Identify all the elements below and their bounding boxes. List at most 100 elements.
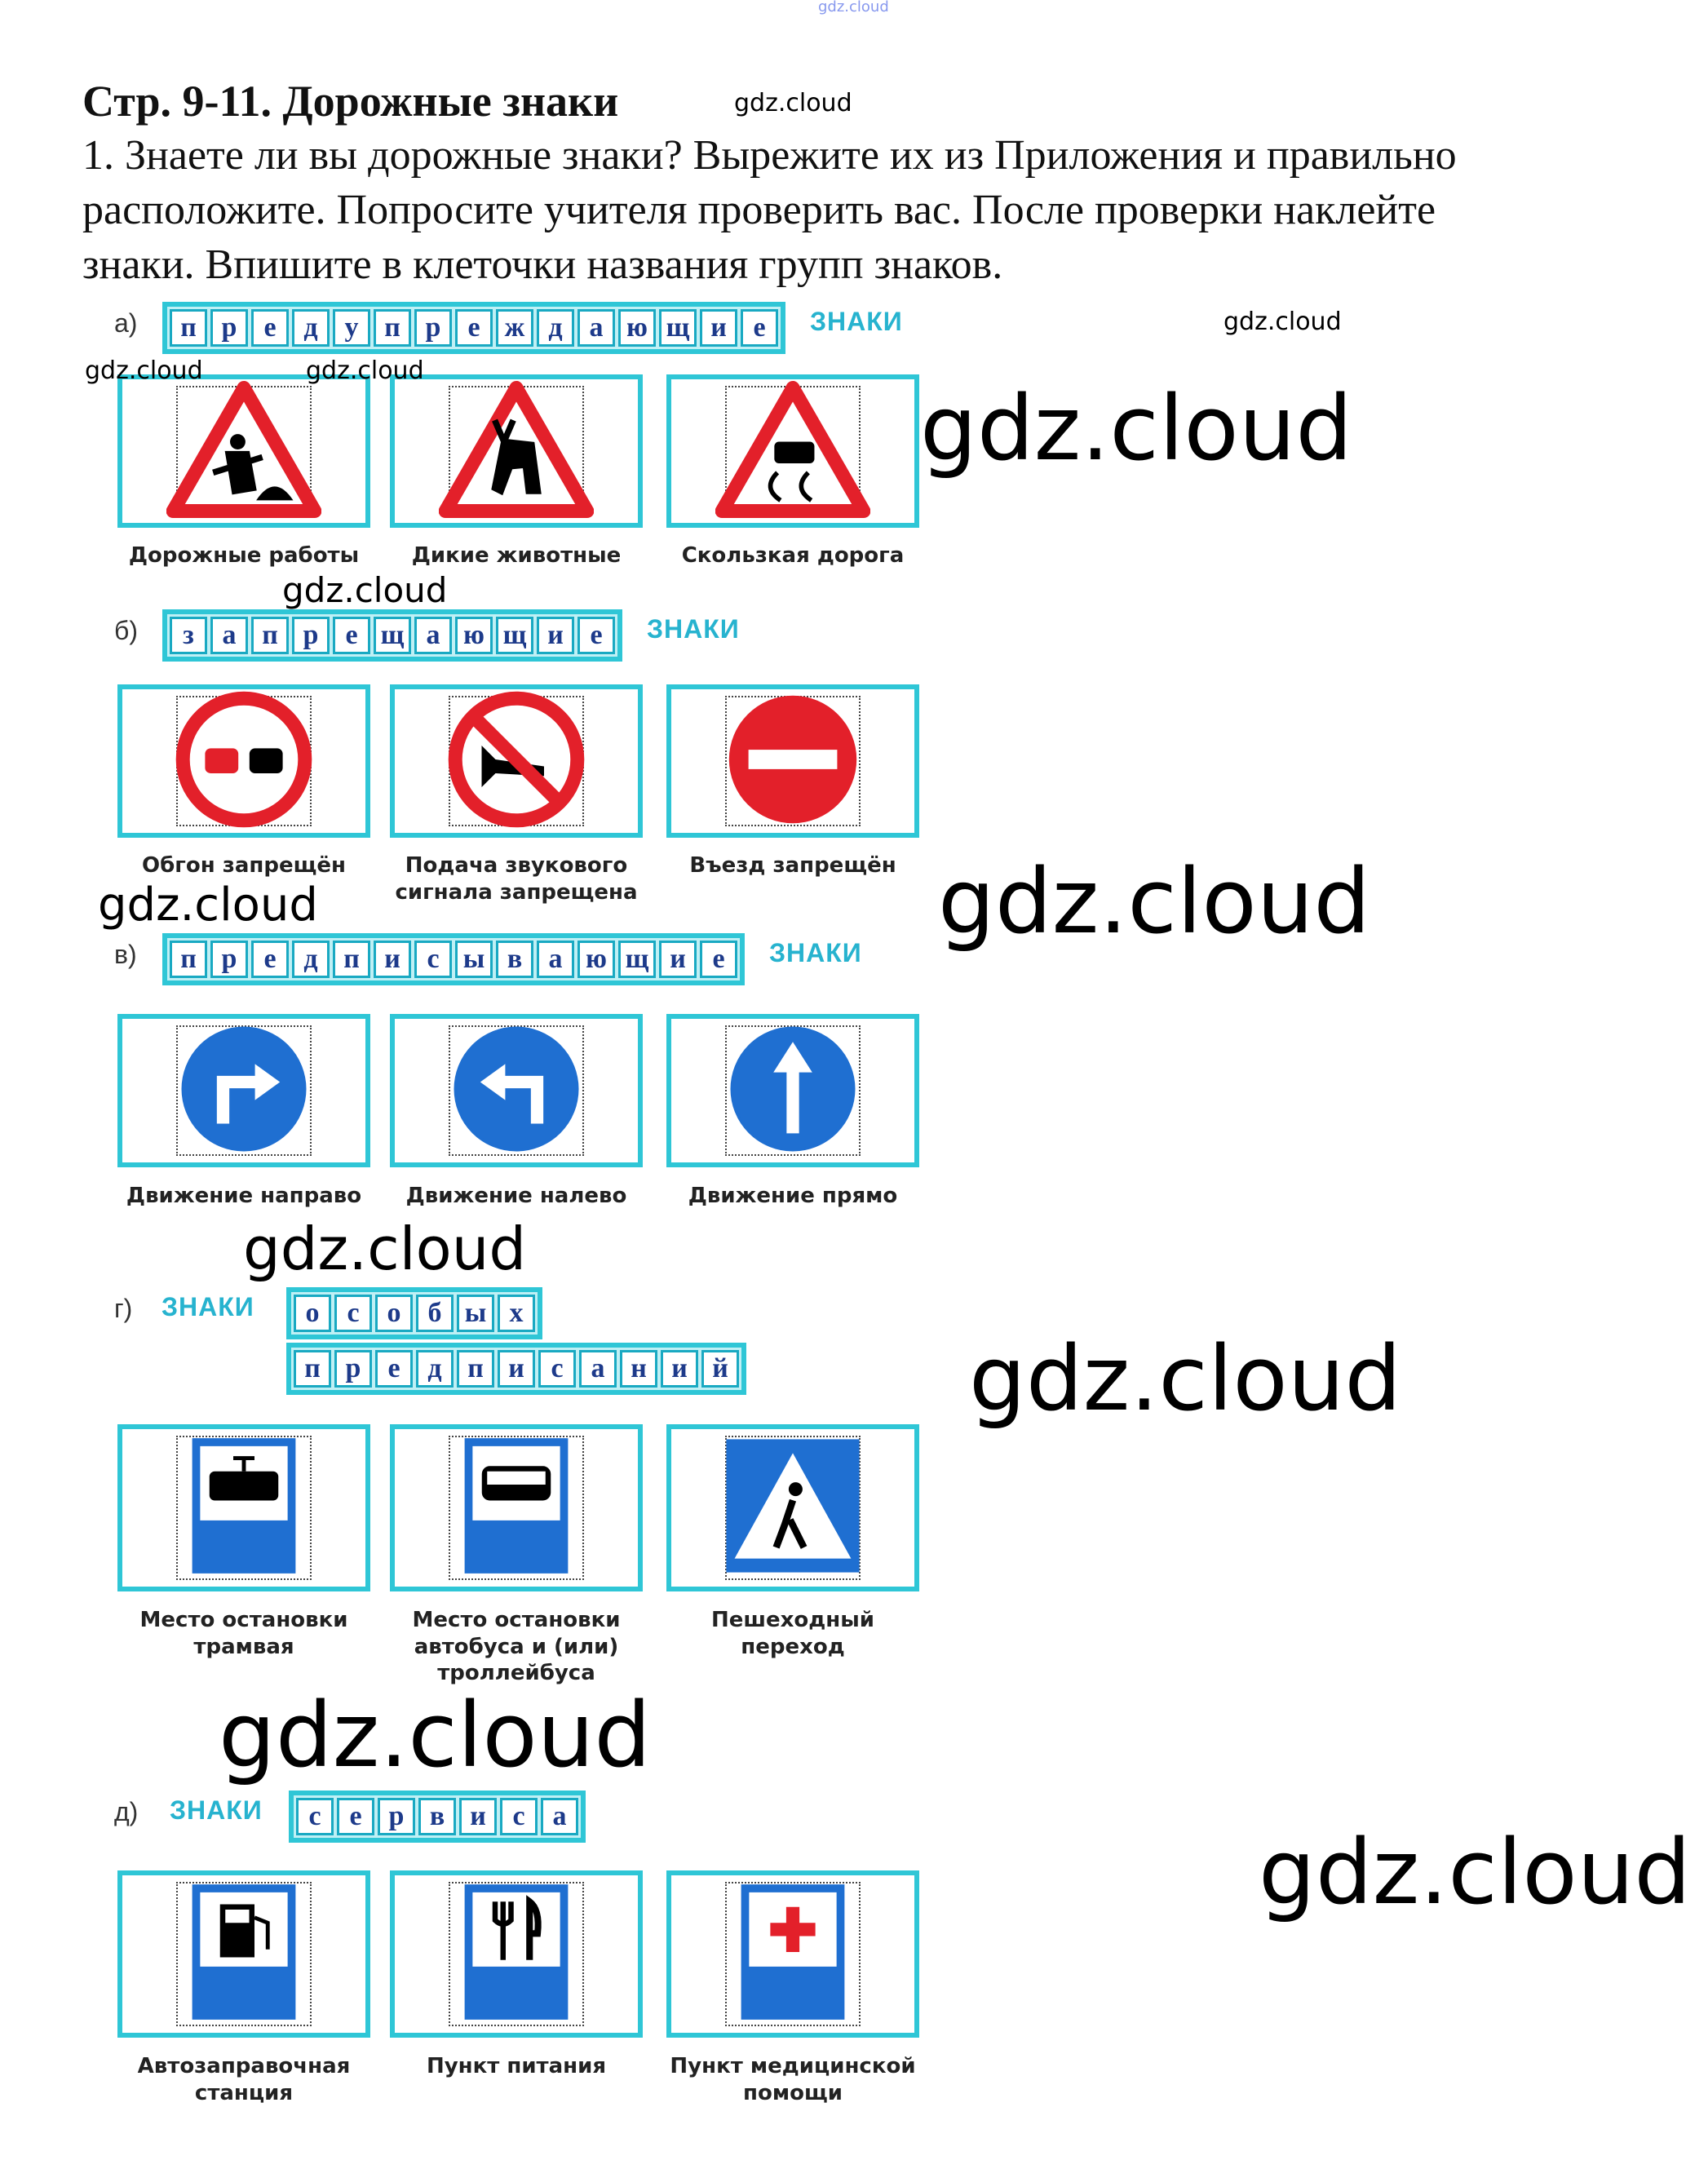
letter-cell[interactable]: е	[375, 1350, 413, 1388]
task-line-2: расположите. Попросите учителя проверить…	[82, 187, 1436, 233]
letter-cell[interactable]: а	[577, 309, 615, 347]
letter-cell[interactable]: с	[334, 1295, 372, 1332]
food-sign-icon	[463, 1883, 569, 2025]
letter-cell[interactable]: з	[170, 617, 207, 654]
letter-cell[interactable]: а	[414, 617, 452, 654]
sign-slot	[175, 691, 312, 827]
letter-cell[interactable]: щ	[374, 617, 411, 654]
sign-frame	[390, 1014, 643, 1167]
wild-animals-sign-icon	[438, 380, 595, 523]
letter-cell[interactable]: б	[416, 1295, 454, 1332]
medical-sign-icon	[740, 1883, 846, 2025]
letter-cell[interactable]: н	[620, 1350, 657, 1388]
gas-station-sign-icon	[191, 1883, 297, 2025]
letter-cell[interactable]: д	[292, 309, 330, 347]
letter-cell[interactable]: ы	[455, 941, 493, 978]
letter-cell[interactable]: п	[170, 941, 207, 978]
sign-slot	[448, 1025, 585, 1156]
letter-cell[interactable]: с	[500, 1798, 538, 1835]
letter-cell[interactable]: п	[170, 309, 207, 347]
letter-cell[interactable]: е	[700, 941, 737, 978]
slippery-road-sign-icon	[715, 380, 871, 523]
letter-cell[interactable]: щ	[659, 309, 697, 347]
letter-cell[interactable]: й	[701, 1350, 739, 1388]
letter-cell[interactable]: и	[537, 617, 574, 654]
letter-cell[interactable]: е	[333, 617, 370, 654]
straight-sign-icon	[723, 1020, 862, 1162]
sign-frame	[666, 1014, 919, 1167]
task-line-1: 1. Знаете ли вы дорожные знаки? Вырежите…	[82, 132, 1457, 179]
letter-cell[interactable]: о	[375, 1295, 413, 1332]
letter-cell[interactable]: д	[416, 1350, 454, 1388]
sign-slot	[166, 380, 322, 518]
watermark: gdz.cloud	[969, 1326, 1402, 1431]
letter-cell[interactable]: с	[296, 1798, 334, 1835]
letter-cell[interactable]: е	[455, 309, 493, 347]
letter-cell[interactable]: п	[294, 1350, 331, 1388]
letter-cell[interactable]: р	[334, 1350, 372, 1388]
no-horn-sign-icon	[447, 690, 586, 833]
letter-cell[interactable]: е	[251, 941, 289, 978]
letter-cell[interactable]: д	[292, 941, 330, 978]
letter-cell[interactable]: и	[700, 309, 737, 347]
letter-cell[interactable]: р	[210, 941, 248, 978]
turn-left-sign-icon	[447, 1020, 586, 1162]
sign-name: Пункт медицинской помощи	[670, 2054, 916, 2105]
letter-cell[interactable]: е	[337, 1798, 374, 1835]
letter-cell[interactable]: с	[414, 941, 452, 978]
watermark: gdz.cloud	[85, 356, 203, 385]
letter-cell[interactable]: п	[374, 309, 411, 347]
letter-cell[interactable]: у	[333, 309, 370, 347]
letter-cell[interactable]: е	[741, 309, 778, 347]
sign-name: Обгон запрещён	[142, 853, 346, 878]
letter-cell[interactable]: р	[292, 617, 330, 654]
letter-cell[interactable]: и	[498, 1350, 535, 1388]
watermark: gdz.cloud	[1259, 1820, 1692, 1924]
sign-slot	[724, 1882, 861, 2026]
letter-cell[interactable]: е	[251, 309, 289, 347]
letter-cell[interactable]: п	[457, 1350, 494, 1388]
letter-cell[interactable]: е	[577, 617, 615, 654]
letter-cell[interactable]: о	[294, 1295, 331, 1332]
letter-cell[interactable]: и	[459, 1798, 497, 1835]
sign-name: Движение прямо	[688, 1184, 898, 1208]
sign-name: Пешеходный переход	[711, 1608, 874, 1659]
letter-cell[interactable]: р	[378, 1798, 415, 1835]
letter-cell[interactable]: в	[496, 941, 533, 978]
letter-cell[interactable]: п	[333, 941, 370, 978]
letter-cell[interactable]: а	[541, 1798, 578, 1835]
sign-frame	[390, 1870, 643, 2038]
sign-slot	[175, 1436, 312, 1580]
letter-cell[interactable]: р	[414, 309, 452, 347]
letter-cell[interactable]: в	[418, 1798, 456, 1835]
letter-cell[interactable]: и	[661, 1350, 698, 1388]
letter-cell[interactable]: ж	[496, 309, 533, 347]
letter-cell[interactable]: р	[210, 309, 248, 347]
sign-name: Движение налево	[405, 1184, 627, 1208]
sign-frame	[117, 1870, 370, 2038]
sign-slot	[448, 1436, 585, 1580]
sign-name: Пункт питания	[426, 2054, 607, 2078]
no-entry-sign-icon	[723, 690, 862, 833]
znaki-label: ЗНАКИ	[162, 1292, 254, 1321]
letter-cell[interactable]: ю	[577, 941, 615, 978]
letter-cell[interactable]: и	[659, 941, 697, 978]
watermark: gdz.cloud	[219, 1683, 652, 1787]
watermark: gdz.cloud	[938, 849, 1371, 954]
letter-cell[interactable]: д	[537, 309, 574, 347]
letter-cell[interactable]: с	[538, 1350, 576, 1388]
letter-cell[interactable]: а	[537, 941, 574, 978]
letter-cell[interactable]: ю	[455, 617, 493, 654]
letter-cell[interactable]: х	[498, 1295, 535, 1332]
letter-cell[interactable]: а	[210, 617, 248, 654]
letter-cell[interactable]: и	[374, 941, 411, 978]
watermark: gdz.cloud	[1223, 308, 1342, 336]
letter-cell[interactable]: п	[251, 617, 289, 654]
letter-cell[interactable]: а	[579, 1350, 617, 1388]
watermark: gdz.cloud	[734, 89, 852, 117]
letter-cell[interactable]: ю	[618, 309, 656, 347]
letter-cell[interactable]: щ	[496, 617, 533, 654]
letter-cell[interactable]: щ	[618, 941, 656, 978]
letter-cell[interactable]: ы	[457, 1295, 494, 1332]
